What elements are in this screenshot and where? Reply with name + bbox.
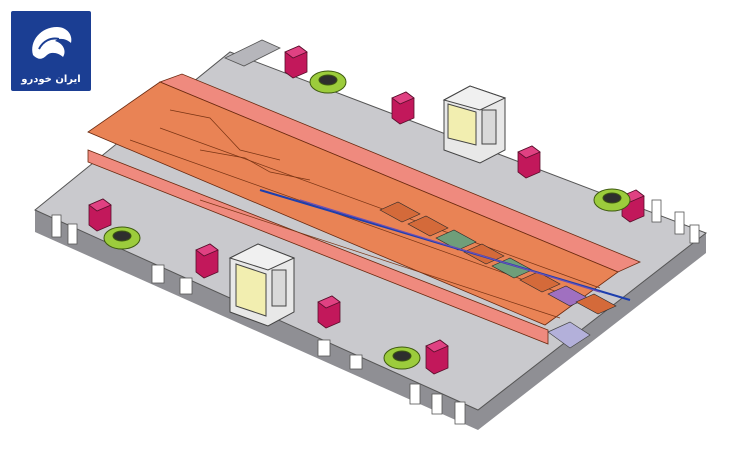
guide-pin-ring-top-left [309,70,347,94]
guide-block-top-left [284,45,308,79]
brand-name: ایران خودرو [21,74,81,85]
guide-pin-rings [103,70,631,370]
guide-block-front-right [425,339,449,375]
guide-pin-ring-front [383,346,421,370]
guide-block-right-1 [517,145,541,179]
guide-blocks [88,45,645,375]
guide-block-front-left [195,243,219,279]
heel-block-back [442,85,507,164]
guide-pin-ring-right [593,188,631,212]
horse-head-icon [11,11,91,91]
guide-block-top-mid [391,91,415,125]
guide-block-front-mid [317,295,341,329]
guide-block-left [88,198,112,232]
guide-pin-ring-left [103,226,141,250]
heel-block-front [228,243,296,327]
forming-stations [259,189,631,349]
brand-logo: ایران خودرو [11,11,91,91]
stripper-plate [87,73,642,345]
